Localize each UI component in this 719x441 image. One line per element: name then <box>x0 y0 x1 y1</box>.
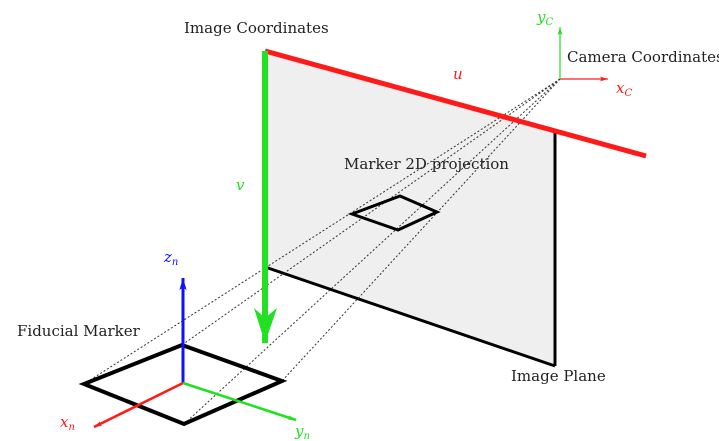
v-axis-arrowhead <box>254 308 277 343</box>
marker-y-axis <box>182 381 297 422</box>
image-plane-surface <box>265 51 555 366</box>
marker-x-axis-label: xn <box>60 413 75 433</box>
camera-coordinates-label: Camera Coordinates <box>567 48 719 66</box>
v-axis-label: v <box>236 176 245 194</box>
marker-z-axis-label: zn <box>163 248 178 268</box>
marker-x-axis <box>93 381 184 429</box>
marker-2d-projection-label: Marker 2D projection <box>344 155 509 173</box>
image-coordinates-label: Image Coordinates <box>184 19 329 37</box>
camera-x-axis-label: xC <box>616 79 632 99</box>
marker-y-axis-label: yn <box>294 422 310 441</box>
u-axis-label: u <box>453 65 463 83</box>
marker-2d-projection <box>347 194 441 232</box>
image-plane-bottom-edge <box>264 265 556 368</box>
u-axis <box>264 48 647 159</box>
fiducial-marker-label: Fiducial Marker <box>17 322 141 340</box>
camera-y-axis-label: yC <box>536 8 553 28</box>
image-plane-label: Image Plane <box>511 367 606 385</box>
fiducial-marker-square <box>78 342 288 427</box>
